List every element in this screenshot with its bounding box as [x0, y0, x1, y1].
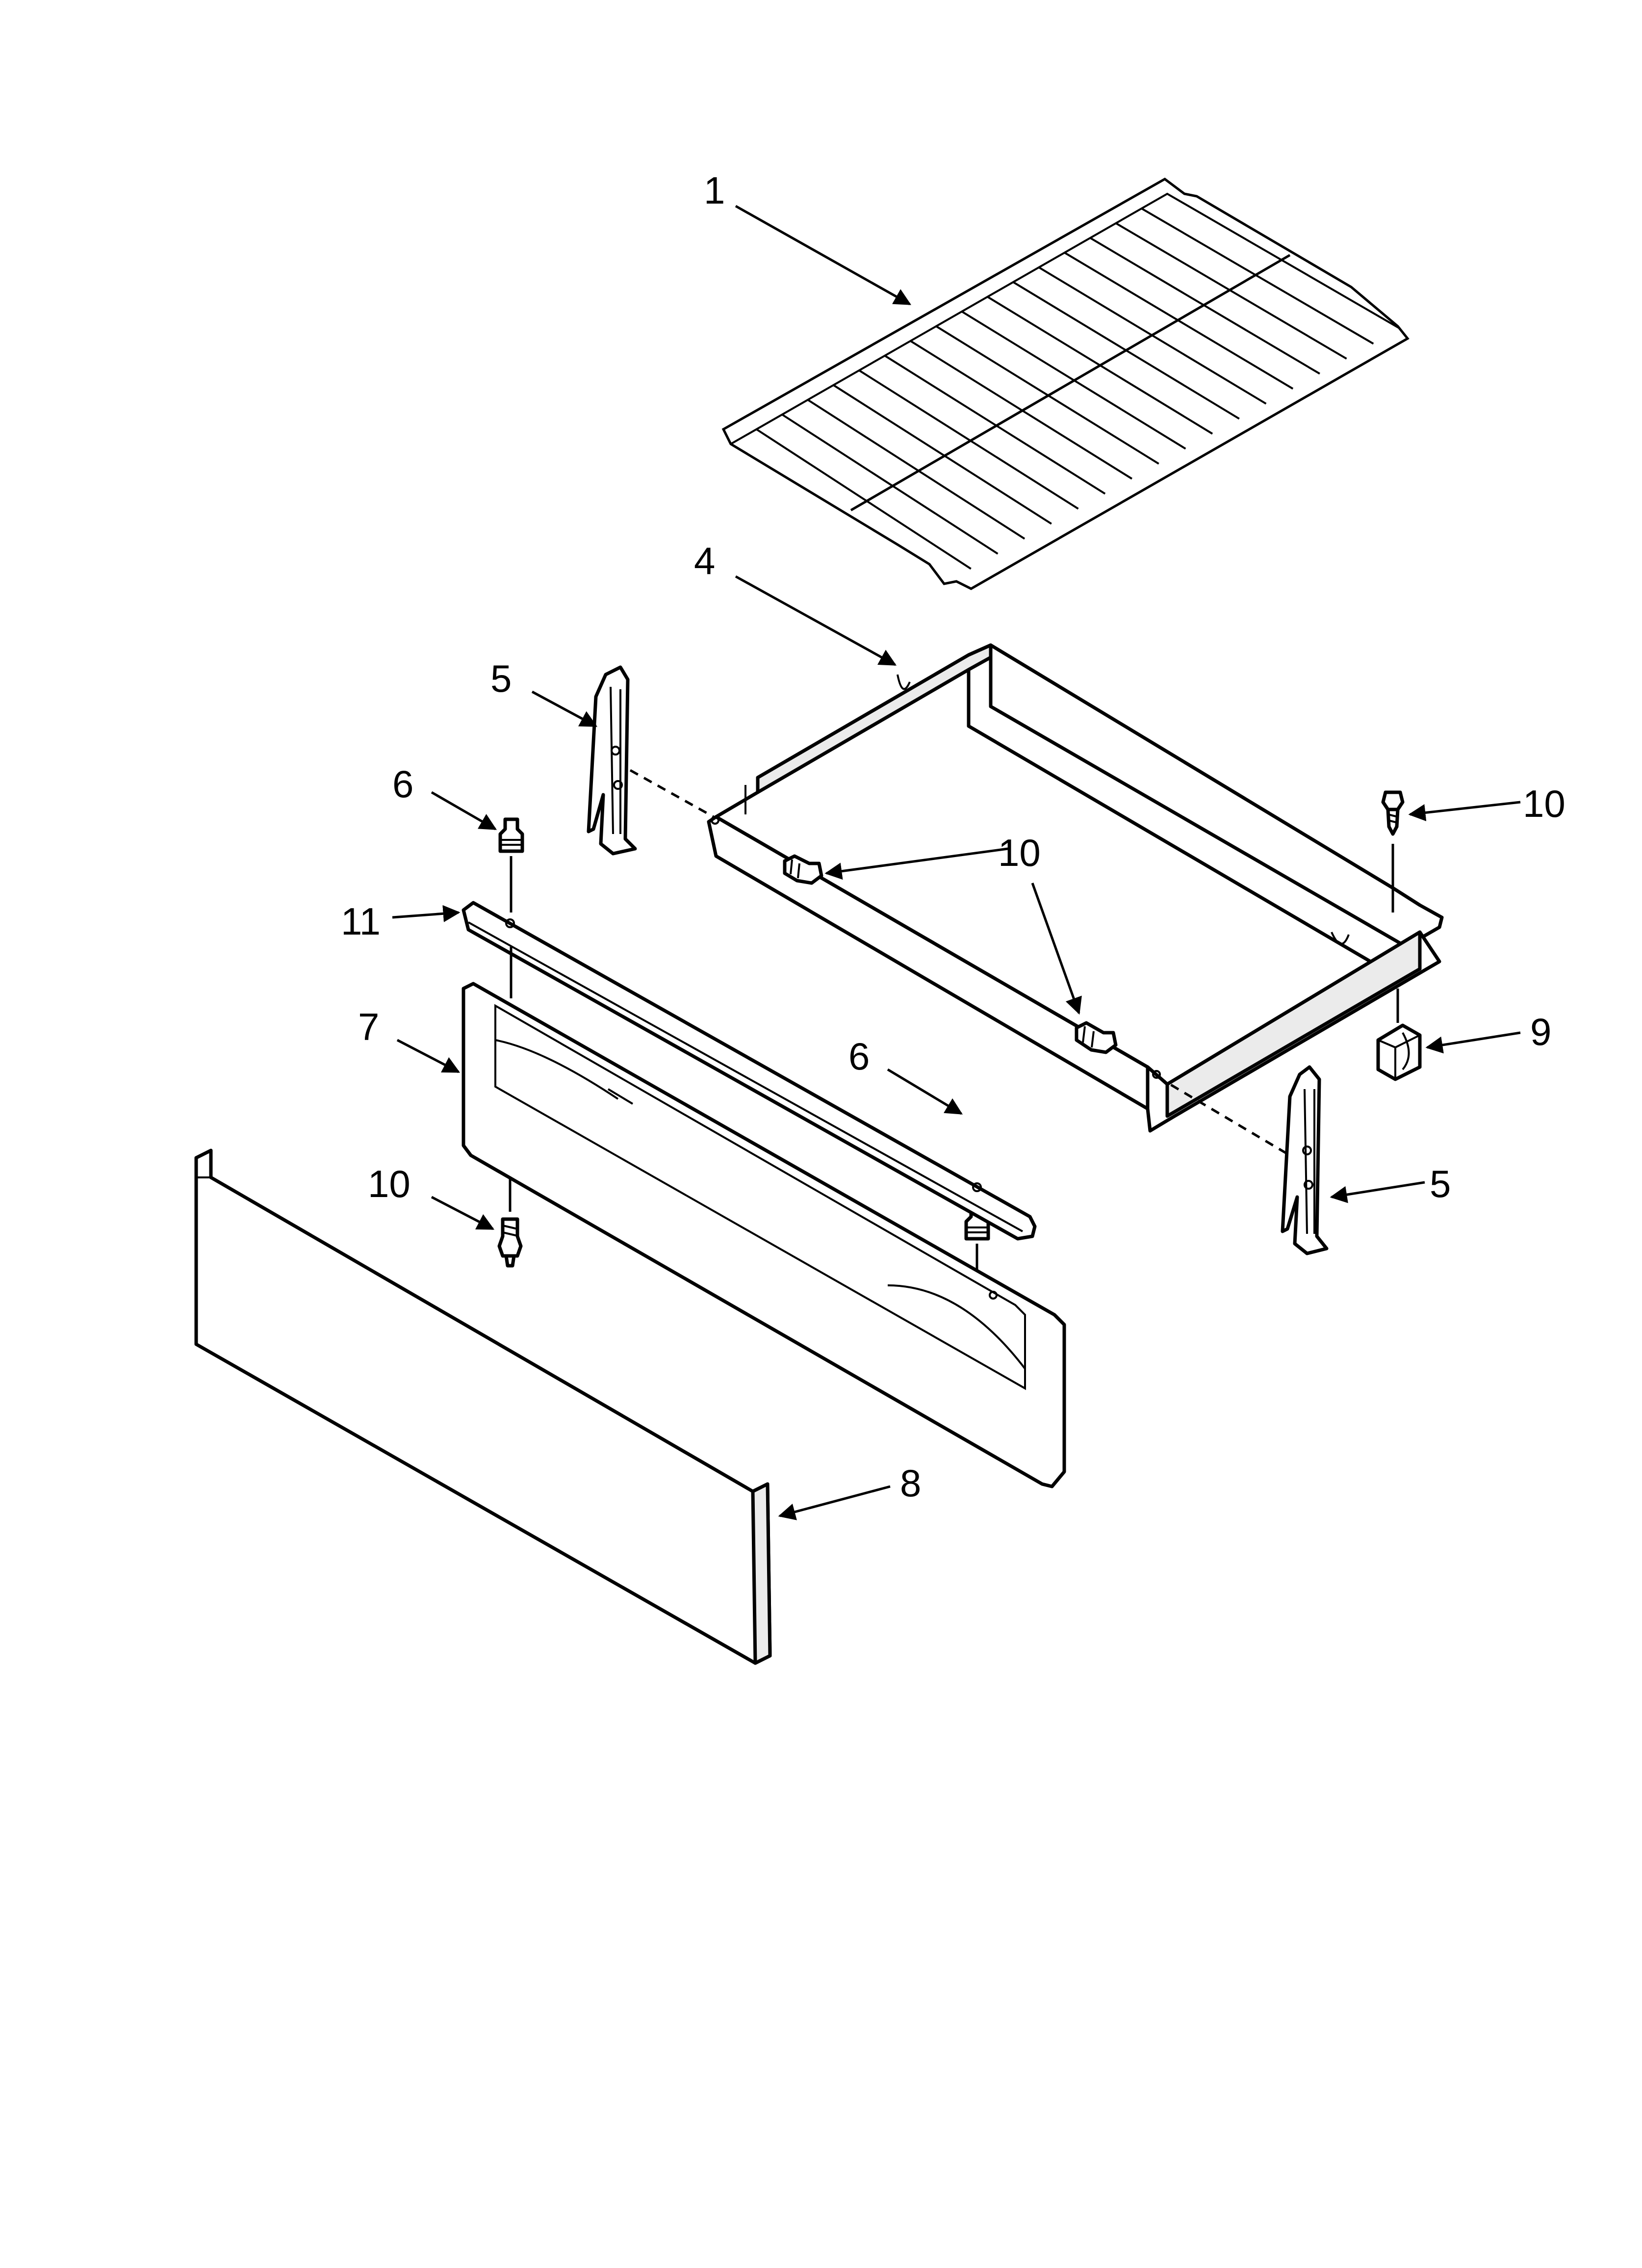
rack-wire	[807, 399, 1026, 540]
callout-stud-left: 6	[392, 762, 413, 806]
rack-wire	[858, 369, 1079, 510]
leader-stud-right	[887, 1068, 963, 1115]
callout-clip: 9	[1530, 1010, 1551, 1053]
leader-bracket	[396, 1039, 461, 1073]
drawer-slide-right	[1281, 1065, 1329, 1255]
leader-screw-top-right	[1408, 801, 1521, 821]
leader-trim	[392, 905, 461, 922]
callout-screw-front: 10	[368, 1162, 410, 1205]
callout-panel: 8	[900, 1461, 921, 1505]
drawer-front-panel	[194, 1148, 772, 1665]
callout-screw-drawer-side: 10	[998, 831, 1041, 874]
drawer-slide-left	[587, 665, 637, 856]
callout-slide-right: 5	[1430, 1162, 1451, 1205]
callout-rack: 1	[704, 169, 725, 212]
leader-screw-side-b	[1031, 883, 1082, 1015]
leader-rack	[735, 205, 912, 306]
leader-screw-side-a	[824, 847, 1008, 880]
rack-wire	[884, 355, 1106, 495]
screw-front	[497, 1217, 523, 1268]
rack-wire	[781, 414, 999, 555]
rack-wire	[833, 384, 1052, 525]
leader-stud-left	[431, 791, 497, 831]
callout-drawer: 4	[694, 539, 715, 582]
callout-slide-left: 5	[490, 657, 512, 700]
rack-wire	[1141, 208, 1374, 345]
slide-mount-line-right	[1156, 1075, 1291, 1157]
callout-bracket: 7	[358, 1005, 379, 1048]
leader-drawer	[735, 575, 897, 666]
oven-rack	[721, 178, 1410, 590]
leader-lines	[392, 205, 1521, 1520]
callout-numbers: 1 4 5 5 6 6 7 8 9 10 10 10 11	[341, 169, 1565, 1505]
drawer-box	[707, 643, 1444, 1133]
screw-drawer-side	[783, 854, 823, 885]
callout-trim: 11	[341, 900, 381, 943]
rack-wire	[1115, 222, 1347, 360]
callout-stud-right: 6	[848, 1035, 870, 1078]
screw-top-right	[1381, 790, 1405, 836]
leader-panel	[778, 1485, 891, 1520]
bracket-clip	[1376, 1023, 1422, 1081]
slide-mount-line-left	[629, 769, 715, 818]
leader-slide-right	[1330, 1181, 1425, 1203]
leader-slide-left	[531, 690, 598, 728]
callout-screw-top-right: 10	[1523, 782, 1565, 825]
stud-left	[498, 817, 524, 853]
rack-wire	[756, 428, 972, 570]
screw-drawer-front	[1075, 1021, 1118, 1054]
drawer-front-bracket	[462, 982, 1066, 1488]
leader-screw-front	[431, 1196, 495, 1230]
leader-clip	[1425, 1031, 1521, 1054]
trim-strip	[462, 901, 1037, 1241]
